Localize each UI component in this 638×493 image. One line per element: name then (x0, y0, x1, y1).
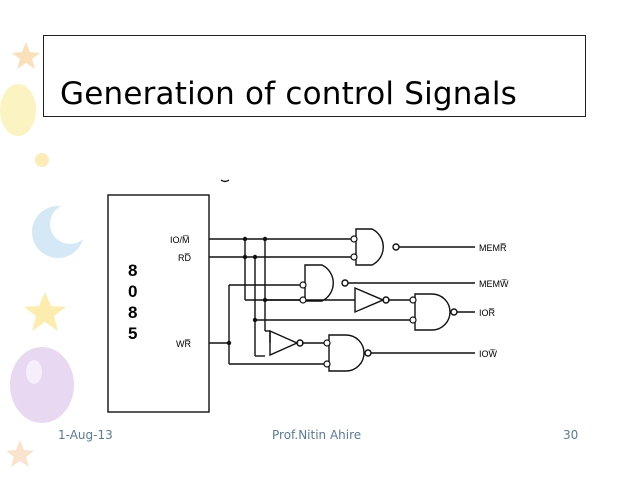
inverter-2 (269, 329, 299, 357)
nand-bubble-memw (341, 279, 349, 287)
chip-char-2: 0 (128, 282, 137, 301)
label-ior: IOR̅ (479, 308, 496, 318)
decor-balloon-yellow-icon (0, 84, 36, 136)
chip-8085-outline (107, 194, 210, 413)
chip-char-4: 5 (128, 324, 137, 343)
nand-bubble-memr (392, 243, 400, 251)
nand-gate-memr (355, 228, 384, 266)
stray-mark (220, 179, 230, 183)
decor-star-peach-icon (6, 440, 34, 467)
footer-date: 1-Aug-13 (58, 428, 113, 442)
slide-title: Generation of control Signals (60, 76, 518, 112)
label-iow: IOW̅ (479, 349, 498, 359)
label-memr: MEMR̅ (479, 243, 507, 253)
label-rd: RD̅ (178, 253, 191, 263)
decor-balloon-purple-icon (10, 347, 74, 423)
label-wr: WR̅ (176, 339, 191, 349)
inverter-1 (354, 286, 385, 314)
chip-char-1: 8 (128, 261, 137, 280)
nand-bubble-ior (450, 308, 458, 316)
nand-gate-ior (414, 293, 451, 331)
inverter-2-bubble (296, 339, 304, 347)
label-io-m: IO/M̅ (170, 235, 190, 245)
label-memw: MEMW̅ (479, 279, 509, 289)
footer-page-number: 30 (563, 428, 579, 442)
chip-char-3: 8 (128, 303, 137, 322)
decor-star-orange-icon (12, 42, 40, 69)
nand-gate-iow (328, 334, 365, 372)
nand-bubble-iow (364, 349, 372, 357)
inverter-1-bubble (382, 296, 390, 304)
decor-sun-icon (35, 153, 49, 167)
title-box: Generation of control Signals (43, 35, 586, 117)
footer-author: Prof.Nitin Ahire (272, 428, 362, 442)
decor-star-yellow-icon (24, 292, 66, 331)
nand-gate-memw (304, 264, 334, 302)
decor-moon-blue-icon (32, 204, 90, 258)
